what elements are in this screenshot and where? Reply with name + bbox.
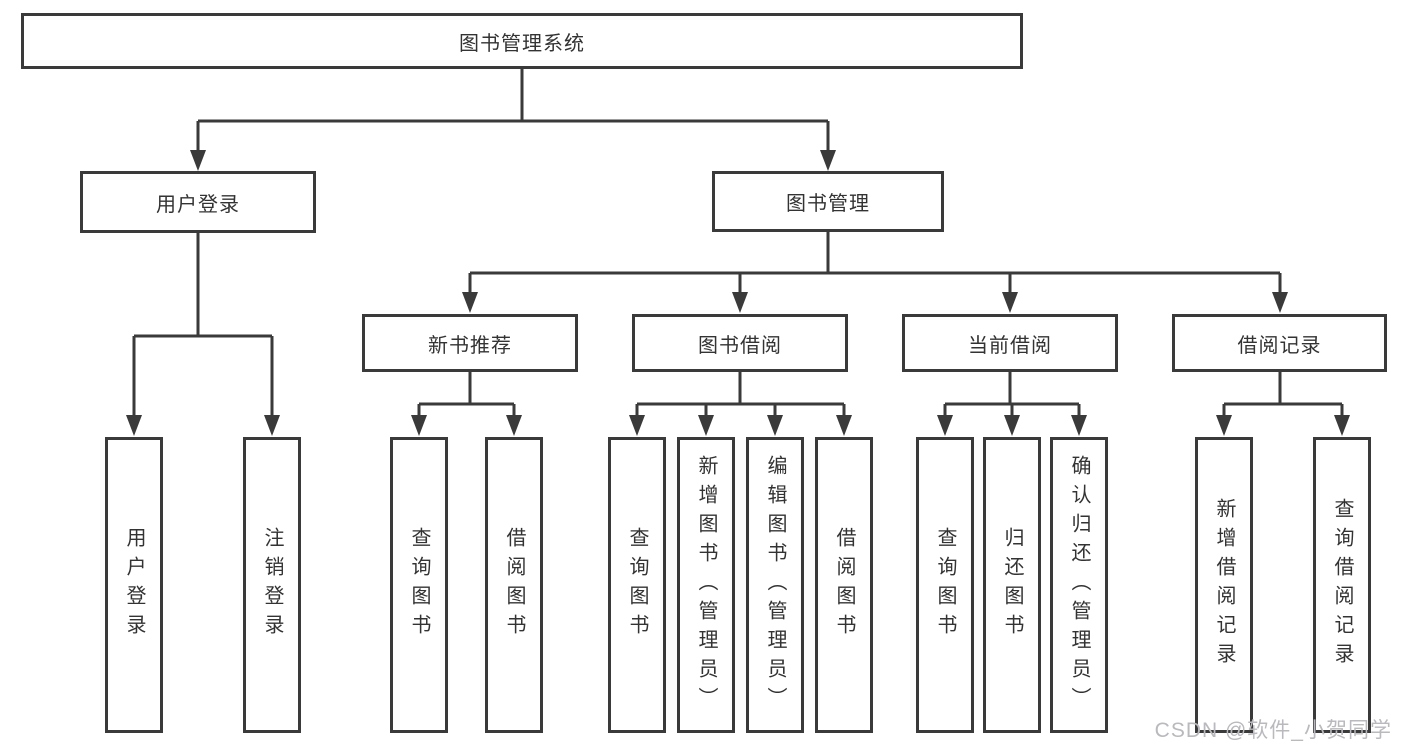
leaf-label: 查询图书 [934,527,956,643]
leaf-query-books-borrow: 查询图书 [608,437,666,733]
leaf-label: 归还图书 [1001,527,1023,643]
leaf-label: 注销登录 [261,527,283,643]
leaf-add-books-admin: 新增图书（管理员） [677,437,735,733]
leaf-label: 查询图书 [626,527,648,643]
leaf-logout: 注销登录 [243,437,301,733]
arrowhead [1216,415,1350,436]
node-new-book-recommend: 新书推荐 [362,314,578,372]
leaf-edit-books-admin: 编辑图书（管理员） [746,437,804,733]
node-label: 借阅记录 [1237,334,1322,357]
arrowhead [629,415,852,436]
node-label: 图书管理系统 [459,32,585,55]
arrowhead [411,415,522,436]
leaf-borrow-books-recommend: 借阅图书 [485,437,543,733]
leaf-label: 查询借阅记录 [1331,498,1353,672]
leaf-label: 编辑图书（管理员） [764,454,786,716]
arrowhead [190,150,836,171]
arrowhead [126,415,280,436]
connector-records-to-leaves [1216,372,1350,436]
connector-user-login-to-leaves [126,233,280,436]
node-book-management: 图书管理 [712,171,944,232]
watermark: CSDN @软件_小贺同学 [1154,719,1392,742]
node-label: 新书推荐 [428,334,512,357]
leaf-confirm-return-admin: 确认归还（管理员） [1050,437,1108,733]
leaf-label: 用户登录 [123,527,145,643]
connector-book-mgmt-to-level3 [462,232,1288,313]
leaf-query-books-current: 查询图书 [916,437,974,733]
node-label: 当前借阅 [968,334,1052,357]
leaf-label: 借阅图书 [503,527,525,643]
leaf-user-login: 用户登录 [105,437,163,733]
arrowhead [462,292,1288,313]
leaf-label: 借阅图书 [833,527,855,643]
leaf-return-books: 归还图书 [983,437,1041,733]
leaf-add-borrow-record: 新增借阅记录 [1195,437,1253,733]
leaf-query-borrow-record: 查询借阅记录 [1313,437,1371,733]
node-root-system: 图书管理系统 [21,13,1023,69]
leaf-label: 新增借阅记录 [1213,498,1235,672]
node-book-borrow: 图书借阅 [632,314,848,372]
arrowhead [937,415,1087,436]
leaf-label: 新增图书（管理员） [695,454,717,716]
leaf-borrow-books: 借阅图书 [815,437,873,733]
leaf-label: 查询图书 [408,527,430,643]
leaf-query-books-recommend: 查询图书 [390,437,448,733]
node-user-login: 用户登录 [80,171,316,233]
node-label: 图书管理 [786,193,870,215]
node-label: 图书借阅 [698,334,782,357]
connector-current-borrow-to-leaves [937,372,1087,436]
connector-new-book-to-leaves [411,372,522,436]
leaf-label: 确认归还（管理员） [1068,454,1090,716]
connector-book-borrow-to-leaves [629,372,852,436]
connector-root-to-level2 [190,69,836,171]
node-borrow-records: 借阅记录 [1172,314,1387,372]
node-current-borrow: 当前借阅 [902,314,1118,372]
node-label: 用户登录 [156,193,240,216]
